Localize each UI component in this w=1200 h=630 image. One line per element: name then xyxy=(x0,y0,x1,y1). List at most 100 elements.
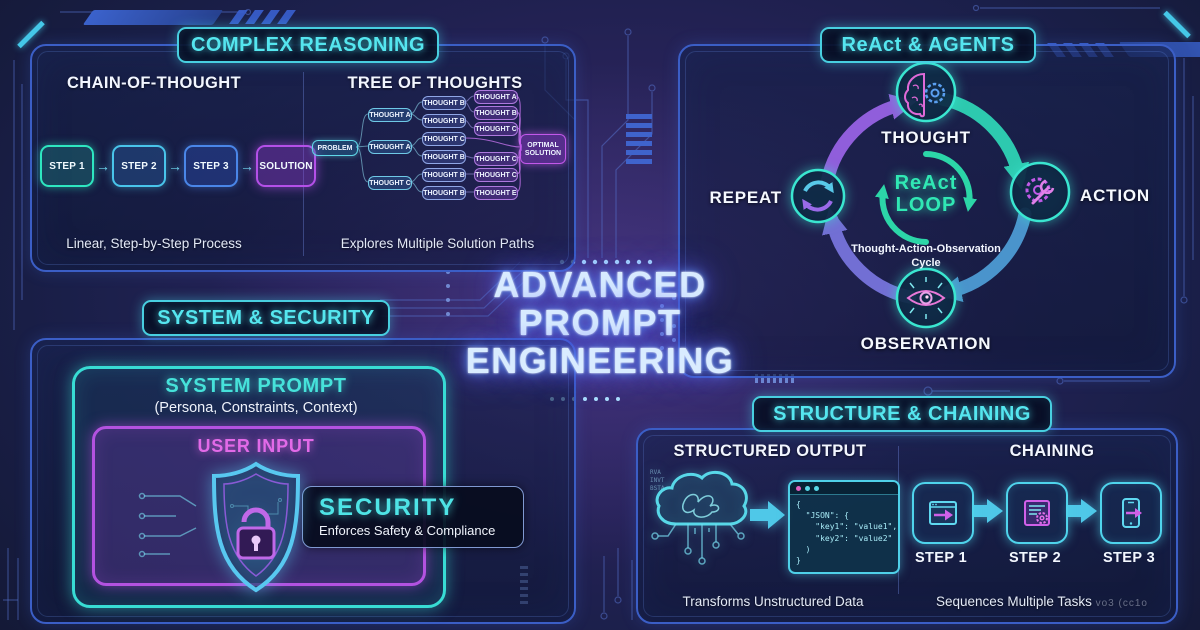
cot-solution: SOLUTION xyxy=(256,145,316,187)
tree-node: THOUGHT A xyxy=(368,140,412,154)
panel-divider xyxy=(303,72,304,256)
react-cycle-caption: Thought-Action-Observation Cycle xyxy=(841,243,1011,271)
structured-output-title: STRUCTURED OUTPUT xyxy=(673,442,867,460)
code-line: "key2": "value2" xyxy=(796,533,893,543)
chaining-caption-glyphs: vo3 (cc1o xyxy=(1095,598,1148,609)
react-node-repeat-label: REPEAT xyxy=(709,188,782,207)
header-complex-reasoning: COMPLEX REASONING xyxy=(177,27,439,63)
chaining-step2-box xyxy=(1006,482,1068,544)
react-cycle-arrows xyxy=(820,92,1032,304)
json-code-body: { "JSON": { "key1": "value1", "key2": "v… xyxy=(790,495,898,570)
tree-node: THOUGHT B xyxy=(474,106,518,120)
code-line: { xyxy=(796,500,801,509)
security-badge: SECURITY Enforces Safety & Compliance xyxy=(302,486,524,548)
tree-node: THOUGHT A xyxy=(474,90,518,104)
json-code-window: { "JSON": { "key1": "value1", "key2": "v… xyxy=(788,480,900,574)
thought-icon xyxy=(895,61,957,123)
panel-structure-chaining xyxy=(636,428,1178,624)
main-title: ADVANCED PROMPT ENGINEERING xyxy=(440,264,760,382)
cloud-glyph: BSTA xyxy=(650,485,665,492)
user-input-label: USER INPUT xyxy=(197,436,315,456)
header-react-agents: ReAct & AGENTS xyxy=(820,27,1036,63)
optimal-line2: SOLUTION xyxy=(524,149,562,157)
chain-arrow-icon xyxy=(1068,499,1097,523)
tree-of-thoughts-caption: Explores Multiple Solution Paths xyxy=(340,236,535,251)
cot-step-2: STEP 2 xyxy=(112,145,166,187)
header-react-agents-label: ReAct & AGENTS xyxy=(841,33,1015,56)
cot-step-1: STEP 1 xyxy=(40,145,94,187)
chaining-step1-box xyxy=(912,482,974,544)
tree-node: THOUGHT B xyxy=(422,96,466,110)
window-dot-icon xyxy=(796,485,801,491)
header-system-security: SYSTEM & SECURITY xyxy=(142,300,390,336)
tree-node: THOUGHT B xyxy=(422,150,466,164)
code-line: "JSON": { xyxy=(796,511,849,521)
arrow-right-icon: → xyxy=(240,158,254,174)
header-structure-chaining-label: STRUCTURE & CHAINING xyxy=(773,402,1031,425)
chain-of-thought-flow: STEP 1 → STEP 2 → STEP 3 → SOLUTION xyxy=(40,145,316,187)
header-system-security-label: SYSTEM & SECURITY xyxy=(157,306,375,329)
arrow-right-icon: → xyxy=(168,158,182,174)
react-node-action-label: ACTION xyxy=(1080,186,1150,205)
chaining-caption-text: Sequences Multiple Tasks xyxy=(936,594,1092,609)
main-title-line3: ENGINEERING xyxy=(465,340,735,382)
tree-node: THOUGHT B xyxy=(422,114,466,128)
react-cycle-caption-line1: Thought-Action-Observation xyxy=(851,243,1001,255)
security-shield-icon xyxy=(211,461,301,593)
react-loop-line2: LOOP xyxy=(895,194,957,216)
top-left-deco-bar xyxy=(82,10,224,25)
window-arrow-icon xyxy=(929,501,957,525)
circuit-lines-icon xyxy=(138,492,197,558)
tree-node: THOUGHT C xyxy=(474,122,518,136)
cot-step-3: STEP 3 xyxy=(184,145,238,187)
window-dot-icon xyxy=(805,485,810,491)
arrow-right-icon: → xyxy=(96,158,110,174)
tree-node: THOUGHT C xyxy=(474,152,518,166)
window-dot-icon xyxy=(814,485,819,491)
phone-arrow-icon xyxy=(1122,498,1142,528)
react-node-thought-label: THOUGHT xyxy=(881,128,971,147)
document-gear-icon xyxy=(1024,500,1050,526)
unstructured-cloud-icon: RVA INVT BSTA xyxy=(650,469,748,565)
chain-of-thought-title: CHAIN-OF-THOUGHT xyxy=(66,74,242,92)
code-line: } xyxy=(796,555,801,565)
repeat-icon xyxy=(790,168,846,224)
tree-of-thoughts-title: TREE OF THOUGHTS xyxy=(347,74,523,92)
code-line: ) xyxy=(796,544,811,554)
chaining-title: CHAINING xyxy=(1009,442,1095,460)
security-subtitle: Enforces Safety & Compliance xyxy=(319,523,496,538)
optimal-line1: OPTIMAL xyxy=(527,141,559,149)
cloud-glyph: INVT xyxy=(650,477,665,484)
chain-arrow-icon xyxy=(974,499,1003,523)
tree-node: THOUGHT B xyxy=(422,168,466,182)
tree-node: THOUGHT A xyxy=(368,108,412,122)
chaining-step3-box xyxy=(1100,482,1162,544)
main-title-line2: PROMPT xyxy=(518,302,682,344)
main-title-line1: ADVANCED xyxy=(493,264,707,305)
chaining-step2-label: STEP 2 xyxy=(1008,550,1062,566)
tree-node: THOUGHT B xyxy=(422,186,466,200)
system-prompt-subtitle: (Persona, Constraints, Context) xyxy=(154,400,358,416)
action-icon xyxy=(1009,161,1071,223)
react-loop-line1: ReAct xyxy=(894,172,958,194)
tree-node: THOUGHT E xyxy=(474,186,518,200)
chaining-step1-label: STEP 1 xyxy=(914,550,968,566)
structured-output-caption: Transforms Unstructured Data xyxy=(682,594,864,609)
tree-node: THOUGHT C xyxy=(368,176,412,190)
code-line: "key1": "value1", xyxy=(796,522,898,532)
panel-system-security xyxy=(30,338,576,624)
observation-icon xyxy=(895,267,957,329)
tree-of-thoughts-diagram: PROBLEM THOUGHT A THOUGHT A THOUGHT C TH… xyxy=(312,90,566,208)
tree-node-problem: PROBLEM xyxy=(312,140,358,156)
react-cycle-caption-line2: Cycle xyxy=(911,256,941,269)
security-title: SECURITY xyxy=(319,494,457,521)
chain-of-thought-caption: Linear, Step-by-Step Process xyxy=(66,236,242,251)
tree-node: THOUGHT C xyxy=(474,168,518,182)
tree-node: THOUGHT C xyxy=(422,132,466,146)
transform-arrow-icon xyxy=(750,501,785,529)
system-prompt-title: SYSTEM PROMPT xyxy=(165,375,347,397)
header-structure-chaining: STRUCTURE & CHAINING xyxy=(752,396,1052,432)
chaining-caption: Sequences Multiple Tasks vo3 (cc1o xyxy=(920,594,1164,609)
tree-node-optimal-solution: OPTIMAL SOLUTION xyxy=(520,134,566,164)
